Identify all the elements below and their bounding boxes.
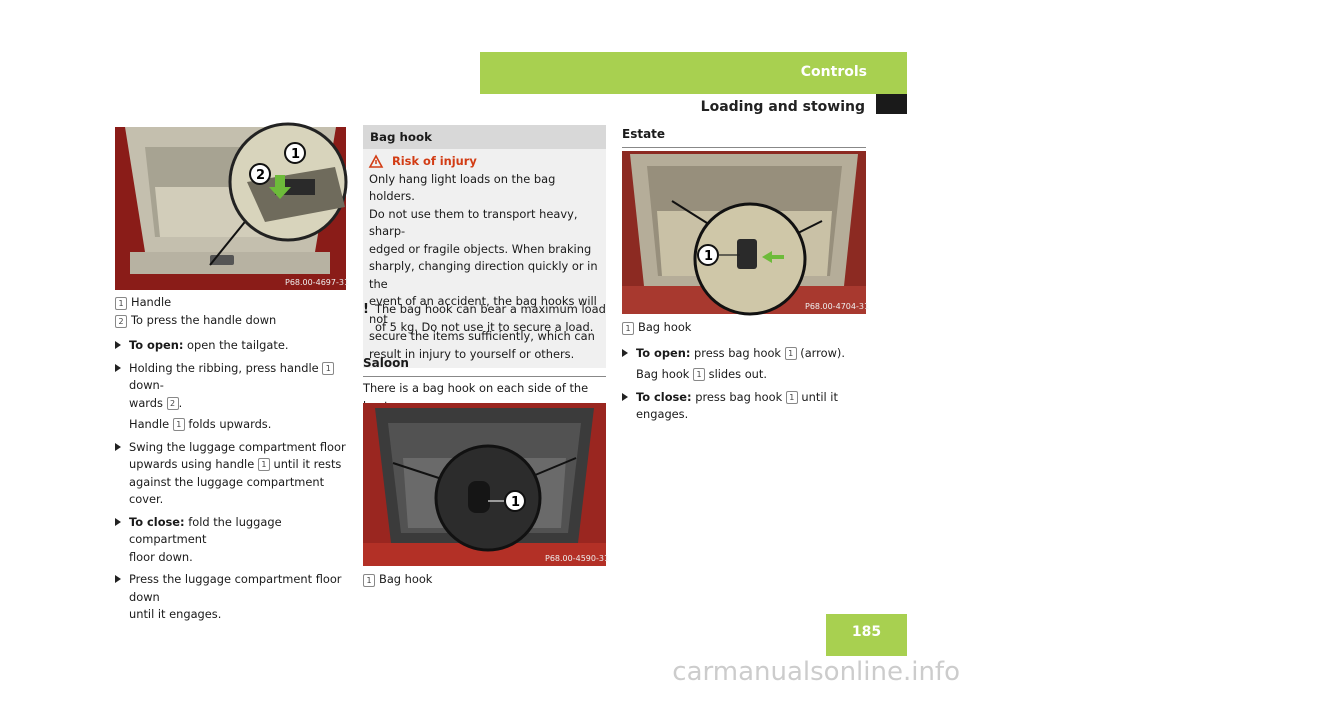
page-number: 185 <box>826 614 907 656</box>
step-close: To close: fold the luggage compartment fl… <box>115 514 355 567</box>
section-label: Controls <box>800 64 867 80</box>
step-text: (arrow). <box>796 345 845 360</box>
step-press-handle: Holding the ribbing, press handle 1 down… <box>115 360 355 434</box>
step-text: upwards using handle <box>129 457 258 471</box>
callout-number: 1 <box>693 368 706 381</box>
photo-saloon-bag-hook: 1 P68.00-4590-31 <box>363 403 609 566</box>
step-text: . <box>178 395 183 410</box>
warning-line: Only hang light loads on the bag holders… <box>369 171 556 204</box>
box-title: Bag hook <box>363 125 606 149</box>
note-text: The bag hook can bear a maximum load <box>375 302 606 316</box>
step-label: To close: <box>636 389 692 404</box>
image-code: P68.00-4704-31 <box>805 302 869 311</box>
callout-number: 1 <box>172 418 185 431</box>
callout-number: 2 <box>115 314 127 328</box>
legend-item: 1 Handle <box>115 294 355 312</box>
svg-text:2: 2 <box>256 168 265 183</box>
callout-number: 1 <box>784 346 797 360</box>
section-tab: Controls <box>480 52 907 94</box>
step-label: To close: <box>129 514 185 529</box>
legend-text: To press the handle down <box>131 312 277 327</box>
step-press-floor: Press the luggage compartment floor down… <box>115 571 355 624</box>
callout-number: 1 <box>622 322 634 335</box>
step-text: slides out. <box>705 367 767 381</box>
risk-heading: Risk of injury <box>363 153 606 171</box>
step-text: wards <box>129 395 167 410</box>
step-label: To open: <box>129 338 184 352</box>
step-text: against the luggage compartment cover. <box>129 474 325 507</box>
step-text: open the tailgate. <box>183 338 289 352</box>
step-text: Bag hook <box>636 367 694 381</box>
saloon-heading: Saloon <box>363 355 606 377</box>
arrow-icon <box>115 341 121 349</box>
legend-item: 1 Bag hook <box>363 571 1323 589</box>
estate-heading: Estate <box>622 126 866 148</box>
arrow-icon <box>622 348 628 357</box>
step-text: fold the luggage compartment <box>129 514 282 547</box>
callout-number: 2 <box>166 396 179 410</box>
legend-text: Bag hook <box>638 320 692 334</box>
warning-text: Only hang light loads on the bag holders… <box>363 171 606 369</box>
step-text: Holding the ribbing, press handle <box>129 360 323 375</box>
callout-number: 1 <box>257 458 270 471</box>
image-code: P68.00-4697-31 <box>285 278 349 287</box>
header-marker <box>876 94 907 114</box>
callout-number: 1 <box>322 361 335 375</box>
legend-text: Handle <box>131 295 172 309</box>
step-text: Handle <box>129 417 173 431</box>
warning-triangle-icon <box>368 154 384 168</box>
arrow-icon <box>115 575 121 583</box>
step-text: down- <box>129 378 164 392</box>
step-open: To open: press bag hook 1 (arrow). Bag h… <box>622 345 872 384</box>
arrow-icon <box>622 392 628 401</box>
step-text: floor down. <box>129 549 193 564</box>
step-close: To close: press bag hook 1 until it engag… <box>622 389 872 424</box>
risk-label: Risk of injury <box>392 154 477 168</box>
callout-number: 1 <box>115 297 127 310</box>
step-text: Press the luggage compartment floor down <box>129 572 342 604</box>
svg-text:1: 1 <box>704 249 713 264</box>
step-label: To open: <box>636 345 691 360</box>
note-text: of 5 kg. Do not use it to secure a load. <box>375 319 594 334</box>
arrow-icon <box>115 442 121 451</box>
step-text: until it <box>797 389 838 404</box>
note-icon: ! <box>363 302 369 317</box>
step-text: folds upwards. <box>184 417 272 431</box>
photo-luggage-handle: 1 2 P68.00-4697-31 <box>115 122 349 290</box>
svg-text:1: 1 <box>291 147 300 162</box>
watermark: carmanualsonline.info <box>672 657 960 687</box>
step-open: To open: open the tailgate. <box>115 337 355 355</box>
legend-item: 2 To press the handle down <box>115 312 355 330</box>
photo-estate-bag-hook: 1 P68.00-4704-31 <box>622 151 869 316</box>
step-text: press bag hook <box>691 389 786 404</box>
legend-text: Bag hook <box>379 572 433 586</box>
callout-number: 1 <box>363 574 375 587</box>
step-swing-floor: Swing the luggage compartment floor upwar… <box>115 439 355 509</box>
note: ! The bag hook can bear a maximum load o… <box>363 301 608 336</box>
step-text: Swing the luggage compartment floor <box>129 439 346 454</box>
warning-line: Do not use them to transport heavy, shar… <box>369 206 578 239</box>
step-text: until it engages. <box>129 607 222 621</box>
step-text: engages. <box>636 407 689 421</box>
arrow-icon <box>115 517 121 526</box>
legend-item: 1 Bag hook <box>622 319 872 337</box>
warning-line: secure the items sufficiently, which can <box>369 329 595 343</box>
warning-line: result in injury to yourself or others. <box>369 346 575 361</box>
warning-box: Bag hook Risk of injury Only hang light … <box>363 125 606 368</box>
warning-line: sharply, changing direction quickly or i… <box>369 259 598 291</box>
warning-line: edged or fragile objects. When braking <box>369 241 592 256</box>
image-code: P68.00-4590-31 <box>545 554 609 563</box>
callout-number: 1 <box>785 390 798 404</box>
step-text: until it rests <box>269 457 342 471</box>
warning-line: event of an accident, the bag hooks will… <box>369 294 597 326</box>
page-title: Loading and stowing <box>700 99 865 115</box>
svg-text:1: 1 <box>511 495 520 510</box>
step-text: press bag hook <box>690 345 785 360</box>
arrow-icon <box>115 363 121 372</box>
